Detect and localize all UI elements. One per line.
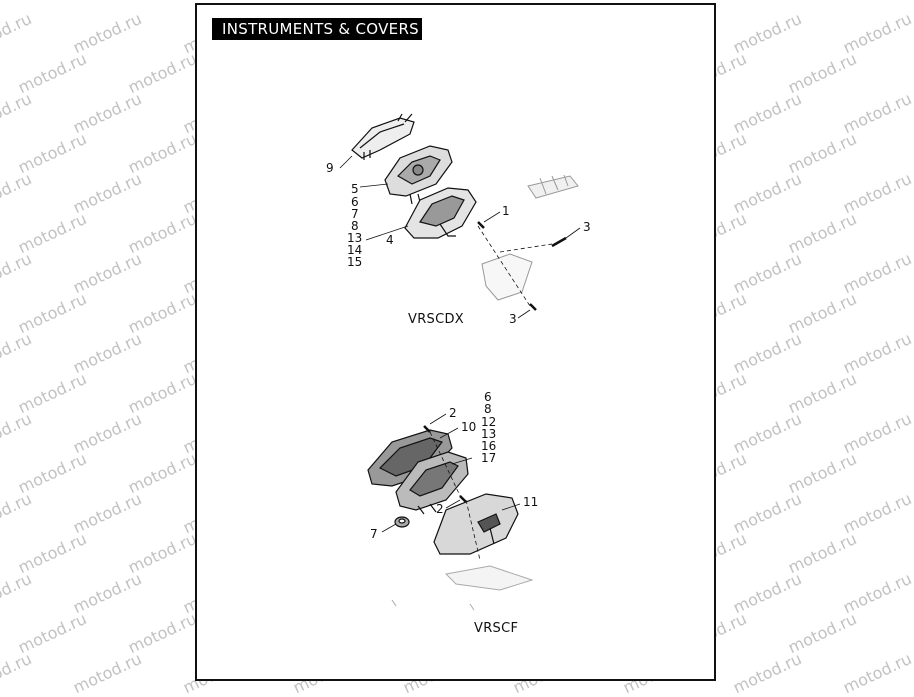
callout-7-b: 7: [370, 527, 378, 541]
callout-1: 1: [502, 204, 510, 218]
callout-2-lower: 2: [436, 502, 444, 516]
model-label-vrscf: VRSCF: [474, 621, 519, 636]
callout-6: 6: [351, 195, 359, 209]
callout-15: 15: [347, 255, 363, 269]
part-5-gauge-housing: [384, 145, 453, 205]
callout-14: 14: [347, 243, 363, 257]
callout-6-b: 6: [484, 390, 492, 404]
section-title: INSTRUMENTS & COVERS: [212, 18, 422, 40]
callout-5: 5: [351, 182, 359, 196]
diagram-frame: [195, 3, 716, 681]
callout-17: 17: [481, 451, 497, 465]
model-label-vrscdx: VRSCDX: [408, 312, 464, 327]
callout-8-b: 8: [484, 402, 492, 416]
callout-16: 16: [481, 439, 497, 453]
part-7-grommet: [394, 516, 410, 528]
part-4-lower-housing: [404, 187, 477, 239]
callout-11: 11: [523, 495, 539, 509]
callout-10: 10: [461, 420, 477, 434]
part-gauge-body: [395, 451, 469, 515]
callout-12: 12: [481, 415, 497, 429]
callout-3-lower: 3: [509, 312, 517, 326]
part-10-bezel: [367, 429, 453, 487]
part-11-lower-cover: [433, 493, 519, 555]
callout-8: 8: [351, 219, 359, 233]
callout-7: 7: [351, 207, 359, 221]
callout-9: 9: [326, 161, 334, 175]
callout-13-b: 13: [481, 427, 497, 441]
callout-13: 13: [347, 231, 363, 245]
callout-4: 4: [386, 233, 394, 247]
callout-2-upper: 2: [449, 406, 457, 420]
callout-3-upper: 3: [583, 220, 591, 234]
part-9-cover-bracket: [351, 113, 415, 160]
